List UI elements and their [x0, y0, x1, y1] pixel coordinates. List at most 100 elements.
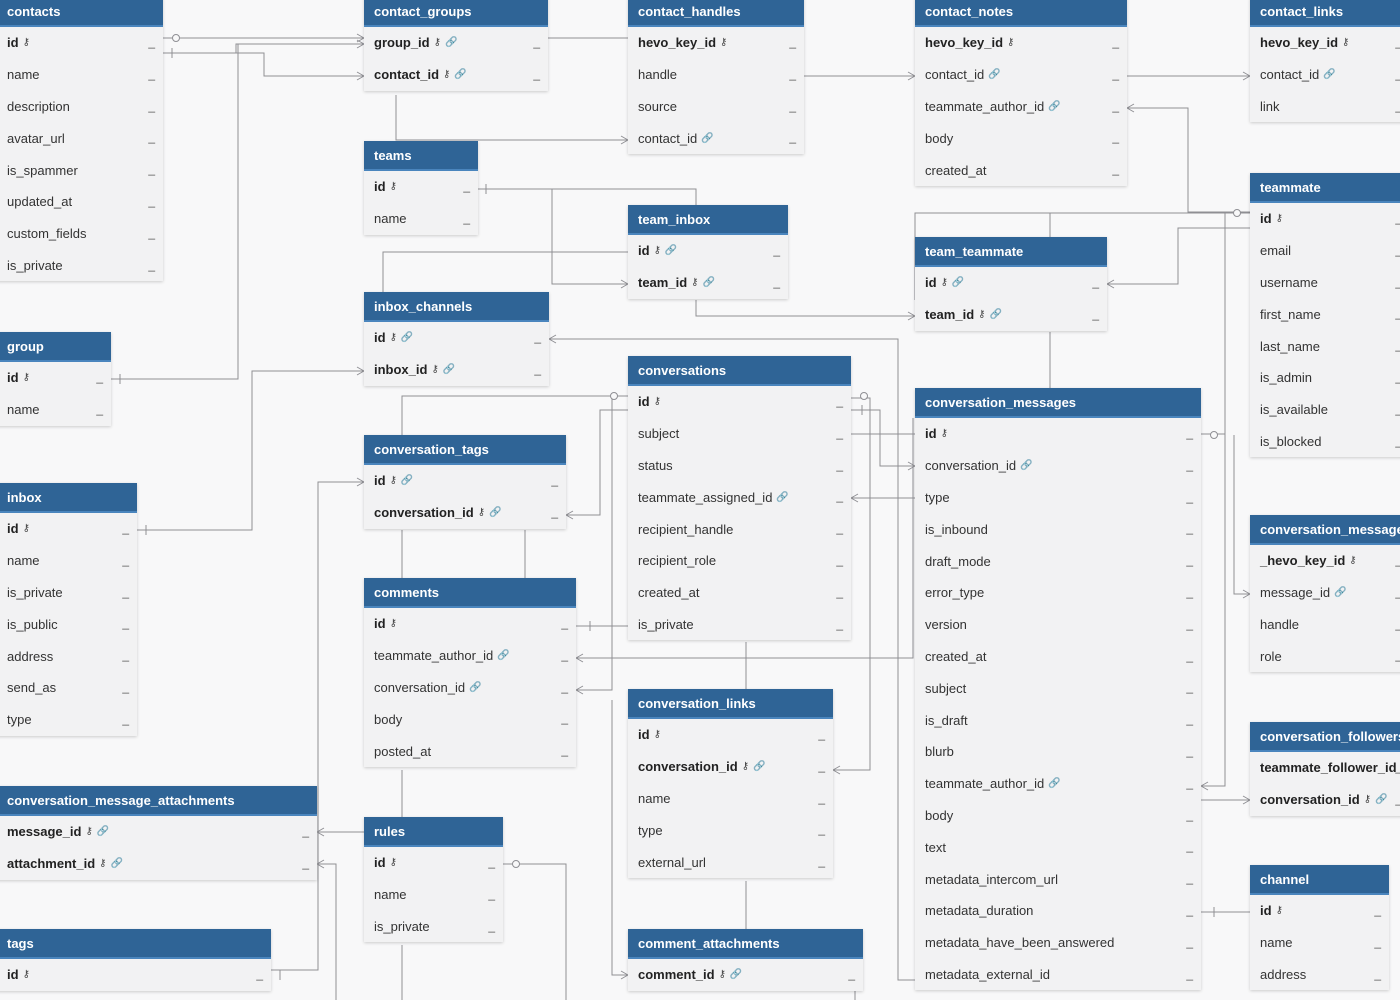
- field-menu-icon[interactable]: _: [96, 401, 103, 416]
- field-row[interactable]: is_inbound_: [915, 513, 1201, 545]
- field-menu-icon[interactable]: _: [96, 370, 103, 384]
- field-row[interactable]: is_public_: [0, 608, 137, 640]
- table-header[interactable]: comments: [364, 578, 576, 608]
- field-row[interactable]: is_private_: [0, 250, 163, 282]
- field-menu-icon[interactable]: _: [1395, 434, 1400, 448]
- field-menu-icon[interactable]: _: [1186, 934, 1193, 949]
- field-menu-icon[interactable]: _: [836, 521, 843, 536]
- field-row[interactable]: address_: [0, 640, 137, 672]
- field-row[interactable]: type_: [0, 704, 137, 736]
- field-menu-icon[interactable]: _: [1395, 585, 1400, 599]
- field-row[interactable]: is_draft_: [915, 704, 1201, 736]
- field-menu-icon[interactable]: _: [1395, 648, 1400, 662]
- field-menu-icon[interactable]: _: [1186, 457, 1193, 472]
- field-menu-icon[interactable]: _: [1374, 966, 1381, 981]
- field-row[interactable]: posted_at_: [364, 735, 576, 767]
- field-menu-icon[interactable]: _: [1112, 98, 1119, 113]
- field-row[interactable]: contact_id🔗_: [1250, 59, 1400, 91]
- field-menu-icon[interactable]: _: [122, 679, 129, 694]
- field-menu-icon[interactable]: _: [533, 35, 540, 49]
- field-menu-icon[interactable]: _: [302, 824, 309, 838]
- field-row[interactable]: type_: [915, 482, 1201, 514]
- field-menu-icon[interactable]: _: [122, 552, 129, 567]
- field-menu-icon[interactable]: _: [1395, 275, 1400, 289]
- field-menu-icon[interactable]: _: [488, 886, 495, 901]
- field-row[interactable]: id⚷_: [0, 959, 271, 991]
- field-menu-icon[interactable]: _: [1395, 99, 1400, 113]
- field-row[interactable]: conversation_id⚷🔗_: [1250, 784, 1400, 816]
- field-row[interactable]: recipient_role_: [628, 545, 851, 577]
- field-row[interactable]: message_id⚷🔗_: [0, 816, 317, 848]
- field-row[interactable]: role_: [1250, 640, 1400, 672]
- field-menu-icon[interactable]: _: [122, 711, 129, 726]
- field-menu-icon[interactable]: _: [1186, 743, 1193, 758]
- field-menu-icon[interactable]: _: [551, 504, 558, 519]
- field-menu-icon[interactable]: _: [1092, 306, 1099, 321]
- field-row[interactable]: is_admin_: [1250, 362, 1400, 394]
- field-menu-icon[interactable]: _: [561, 647, 568, 662]
- field-row[interactable]: conversation_id⚷🔗_: [628, 751, 833, 783]
- field-row[interactable]: status_: [628, 450, 851, 482]
- table-contact-links[interactable]: contact_linkshevo_key_id⚷_contact_id🔗_li…: [1250, 0, 1400, 123]
- field-menu-icon[interactable]: _: [1395, 306, 1400, 320]
- field-menu-icon[interactable]: _: [1186, 839, 1193, 854]
- field-menu-icon[interactable]: _: [773, 243, 780, 257]
- field-menu-icon[interactable]: _: [836, 425, 843, 440]
- field-row[interactable]: _hevo_key_id⚷_: [1250, 545, 1400, 577]
- field-menu-icon[interactable]: _: [1112, 35, 1119, 49]
- field-row[interactable]: text_: [915, 831, 1201, 863]
- field-menu-icon[interactable]: _: [789, 130, 796, 145]
- field-menu-icon[interactable]: _: [836, 616, 843, 631]
- table-header[interactable]: contact_links: [1250, 0, 1400, 27]
- field-menu-icon[interactable]: _: [148, 35, 155, 49]
- field-menu-icon[interactable]: _: [1395, 792, 1400, 806]
- field-row[interactable]: id⚷_: [628, 386, 851, 418]
- table-header[interactable]: inbox: [0, 483, 137, 513]
- field-menu-icon[interactable]: _: [1395, 760, 1400, 774]
- field-menu-icon[interactable]: _: [1186, 966, 1193, 981]
- table-header[interactable]: comment_attachments: [628, 929, 863, 959]
- field-menu-icon[interactable]: _: [148, 98, 155, 113]
- table-header[interactable]: contact_groups: [364, 0, 548, 27]
- field-row[interactable]: avatar_url_: [0, 122, 163, 154]
- field-row[interactable]: email_: [1250, 235, 1400, 267]
- field-menu-icon[interactable]: _: [1092, 275, 1099, 289]
- field-menu-icon[interactable]: _: [148, 66, 155, 81]
- field-menu-icon[interactable]: _: [789, 98, 796, 113]
- field-row[interactable]: id⚷_: [0, 27, 163, 59]
- field-row[interactable]: external_url_: [628, 846, 833, 878]
- field-menu-icon[interactable]: _: [1186, 553, 1193, 568]
- field-menu-icon[interactable]: _: [148, 162, 155, 177]
- field-menu-icon[interactable]: _: [561, 743, 568, 758]
- field-row[interactable]: name_: [628, 783, 833, 815]
- field-row[interactable]: is_blocked_: [1250, 426, 1400, 458]
- field-row[interactable]: name_: [0, 545, 137, 577]
- field-row[interactable]: body_: [364, 703, 576, 735]
- field-menu-icon[interactable]: _: [773, 274, 780, 289]
- table-header[interactable]: contacts: [0, 0, 163, 27]
- field-row[interactable]: metadata_duration_: [915, 895, 1201, 927]
- field-menu-icon[interactable]: _: [836, 552, 843, 567]
- field-menu-icon[interactable]: _: [1186, 680, 1193, 695]
- field-menu-icon[interactable]: _: [1112, 66, 1119, 81]
- field-row[interactable]: id⚷_: [628, 719, 833, 751]
- field-row[interactable]: comment_id⚷🔗_: [628, 959, 863, 991]
- table-header[interactable]: contact_notes: [915, 0, 1127, 27]
- field-row[interactable]: conversation_id🔗_: [915, 450, 1201, 482]
- field-row[interactable]: is_private_: [628, 609, 851, 641]
- field-row[interactable]: name_: [0, 394, 111, 426]
- field-row[interactable]: id⚷🔗_: [364, 322, 549, 354]
